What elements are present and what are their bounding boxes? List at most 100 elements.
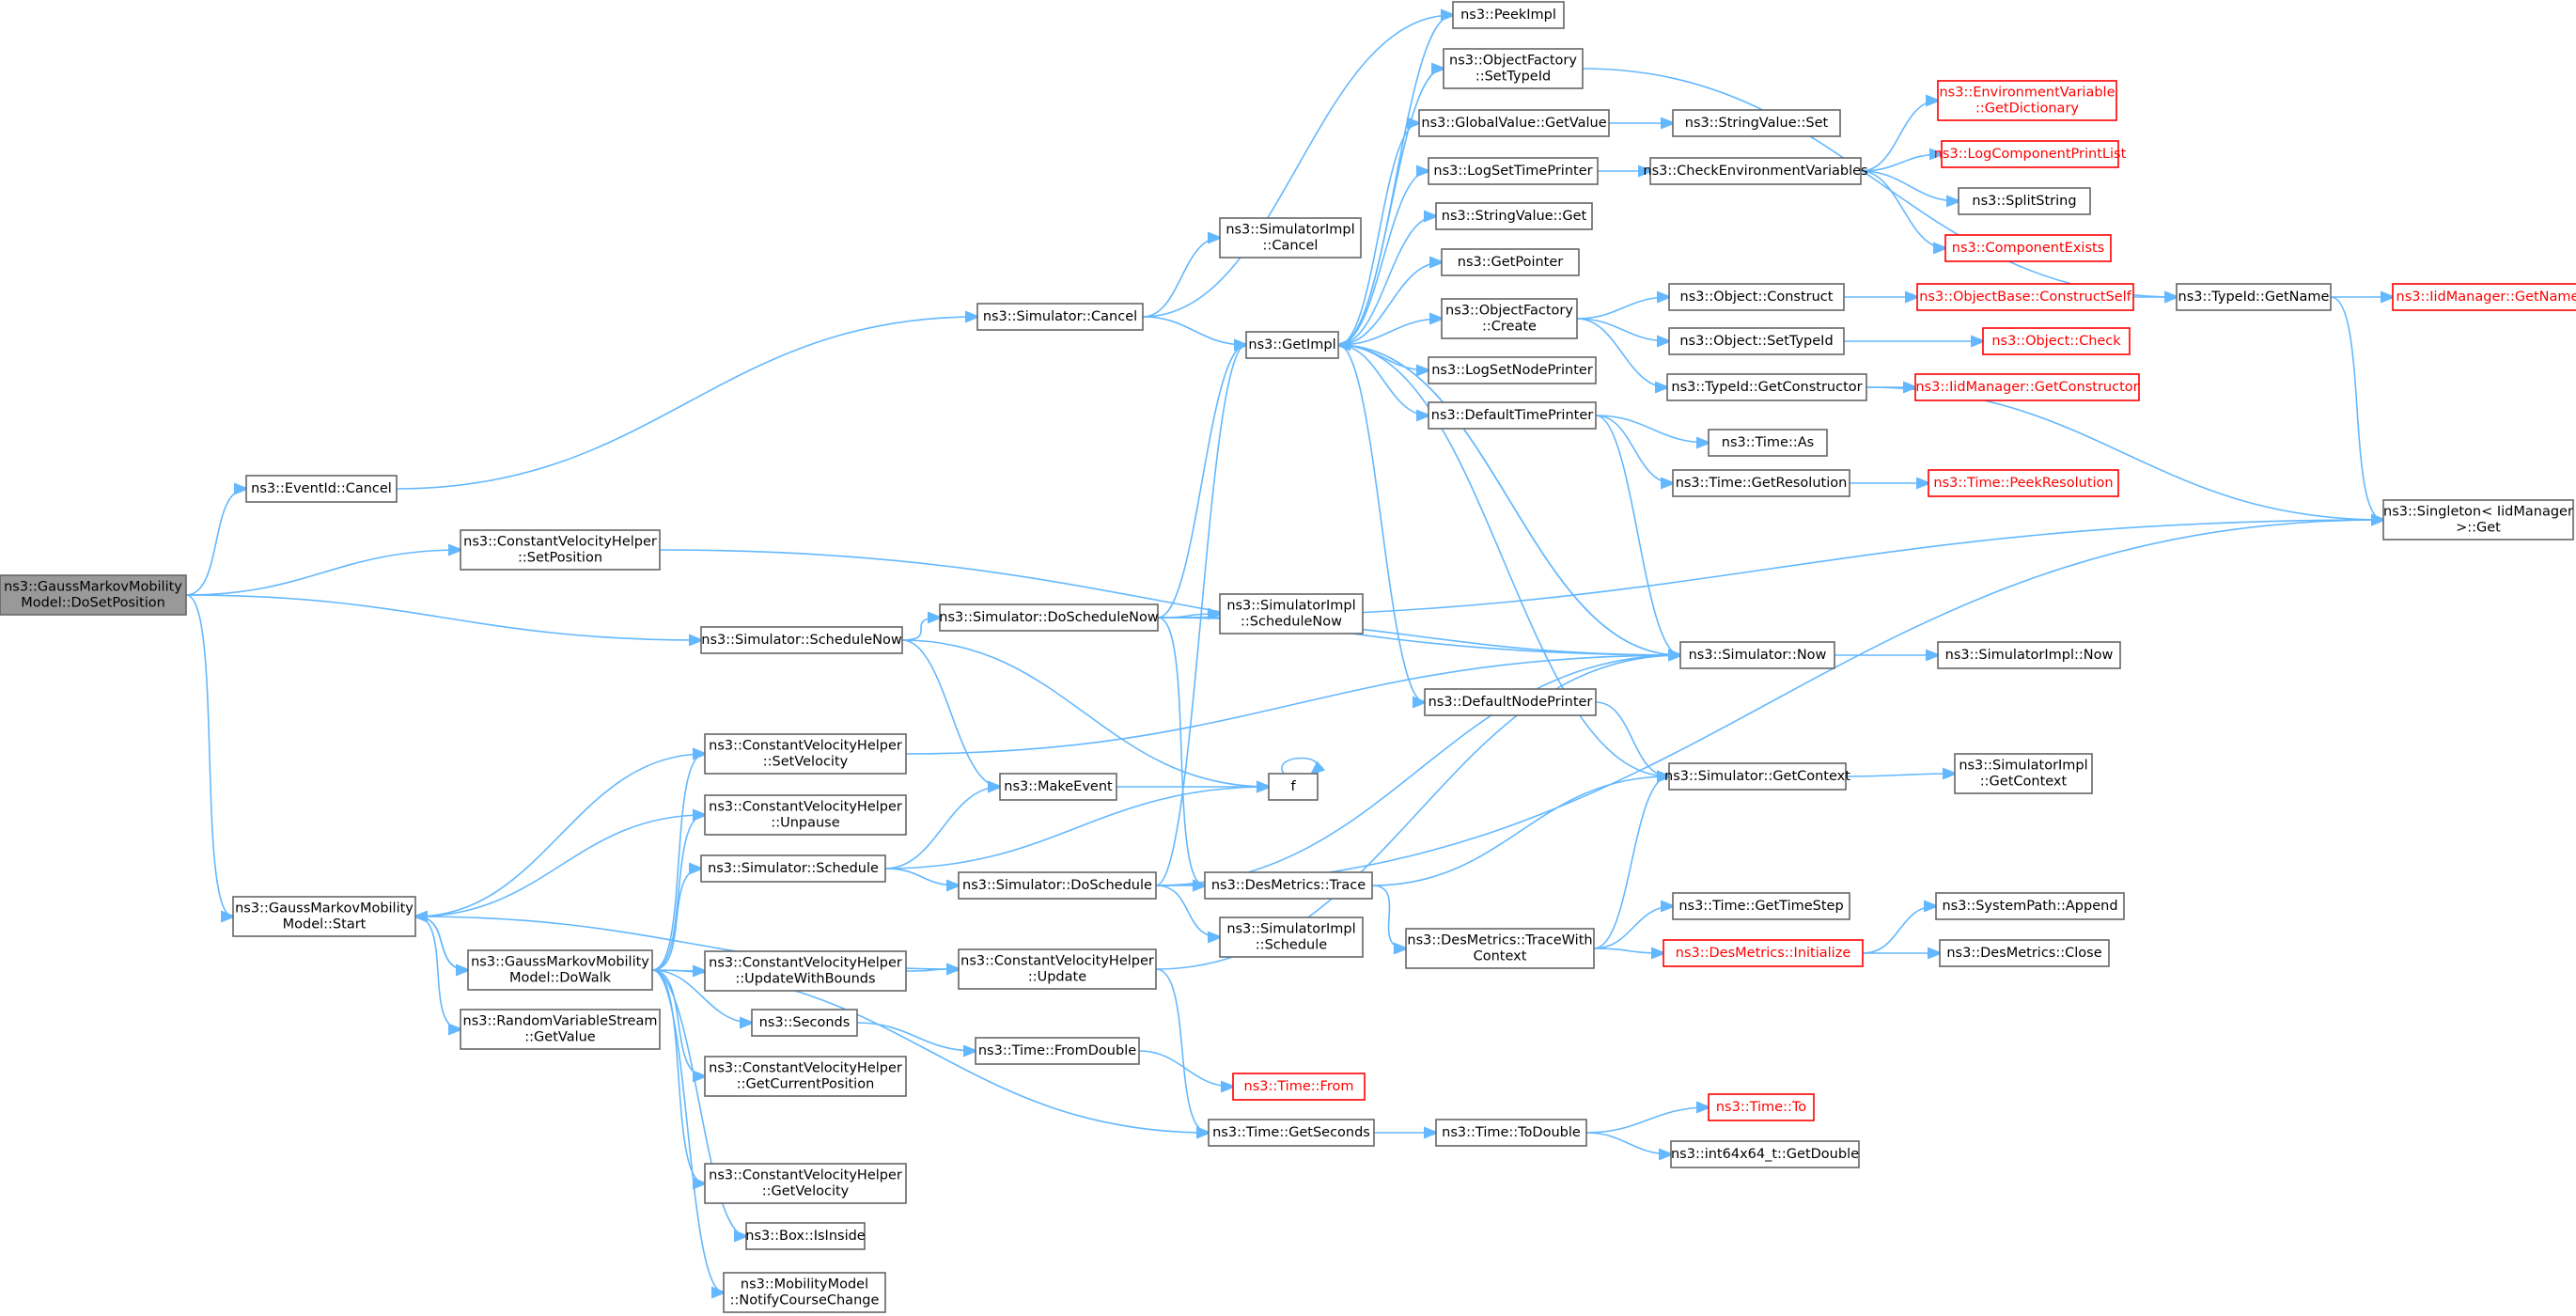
node-checkenv[interactable]: ns3::CheckEnvironmentVariables [1643,157,1868,185]
node-peekimpl[interactable]: ns3::PeekImpl [1452,1,1565,29]
call-edge [185,489,246,596]
node-cvh-getvelocity[interactable]: ns3::ConstantVelocityHelper::GetVelocity [704,1163,907,1204]
node-logsettimeprinter[interactable]: ns3::LogSetTimePrinter [1428,157,1599,185]
node-time-from[interactable]: ns3::Time::From [1232,1073,1366,1101]
call-edge [1337,262,1442,346]
node-sim-schedulenow[interactable]: ns3::Simulator::ScheduleNow [700,626,903,654]
node-box [245,475,398,503]
node-logsetnodeprinter[interactable]: ns3::LogSetNodePrinter [1428,356,1597,384]
call-edge [1155,520,2383,886]
node-ob-constructself[interactable]: ns3::ObjectBase::ConstructSelf [1916,283,2134,311]
node-mm-notifycoursechange[interactable]: ns3::MobilityModel::NotifyCourseChange [723,1272,886,1313]
node-label: Model::DoWalk [509,971,612,986]
call-edge [1157,520,2383,619]
node-sv-get[interactable]: ns3::StringValue::Get [1435,202,1593,230]
node-typeid-getname[interactable]: ns3::TypeId::GetName [2176,283,2332,311]
node-label: ns3::Singleton< IidManager [2383,505,2573,520]
node-box [1672,469,1850,497]
node-eventid-cancel[interactable]: ns3::EventId::Cancel [245,475,398,503]
node-sim-getcontext[interactable]: ns3::Simulator::GetContext [1664,762,1850,791]
call-edge [1281,757,1318,775]
node-sv-set[interactable]: ns3::StringValue::Set [1672,109,1841,137]
call-edge [884,787,1269,870]
node-sim-now[interactable]: ns3::Simulator::Now [1679,641,1835,669]
node-obj-construct[interactable]: ns3::Object::Construct [1668,283,1845,311]
node-obj-settypeid[interactable]: ns3::Object::SetTypeId [1668,327,1845,355]
node-componentexists[interactable]: ns3::ComponentExists [1944,234,2112,262]
node-time-getseconds[interactable]: ns3::Time::GetSeconds [1208,1119,1375,1147]
node-logcompprintlist[interactable]: ns3::LogComponentPrintList [1934,140,2127,168]
node-box [751,1009,858,1037]
node-desm-initialize[interactable]: ns3::DesMetrics::Initialize [1663,939,1864,967]
call-edge [1142,238,1220,318]
node-box [1204,871,1373,900]
node-time-to[interactable]: ns3::Time::To [1708,1093,1815,1121]
node-time-as[interactable]: ns3::Time::As [1708,429,1828,457]
call-edge [1338,345,1681,656]
node-box [704,950,907,992]
node-defaulttimeprinter[interactable]: ns3::DefaultTimePrinter [1428,401,1597,430]
node-makeevent[interactable]: ns3::MakeEvent [999,773,1117,801]
node-root[interactable]: ns3::GaussMarkovMobilityModel::DoSetPosi… [0,574,187,616]
call-edge [1862,906,1936,954]
node-label: ns3::EventId::Cancel [251,481,392,496]
node-box-isinside[interactable]: ns3::Box::IsInside [745,1222,866,1250]
node-time-gettimestep[interactable]: ns3::Time::GetTimeStep [1672,892,1850,920]
node-seconds[interactable]: ns3::Seconds [751,1009,858,1037]
node-rvs-getvalue[interactable]: ns3::RandomVariableStream::GetValue [460,1009,661,1050]
node-sim-doschedule[interactable]: ns3::Simulator::DoSchedule [958,871,1157,900]
node-cvh-update[interactable]: ns3::ConstantVelocityHelper::Update [958,948,1157,990]
node-time-todouble[interactable]: ns3::Time::ToDouble [1435,1119,1587,1147]
node-defaultnodeprinter[interactable]: ns3::DefaultNodePrinter [1424,688,1597,716]
node-gv-getvalue[interactable]: ns3::GlobalValue::GetValue [1418,109,1610,137]
node-envvar-getdict[interactable]: ns3::EnvironmentVariable::GetDictionary [1937,80,2117,121]
node-box [2382,499,2574,540]
node-time-getresolution[interactable]: ns3::Time::GetResolution [1672,469,1850,497]
call-edge [651,969,746,1236]
node-splitstring[interactable]: ns3::SplitString [1958,187,2091,215]
node-iidm-getname[interactable]: ns3::IidManager::GetName [2392,283,2576,311]
node-cvh-getcurrentposition[interactable]: ns3::ConstantVelocityHelper::GetCurrentP… [704,1056,907,1097]
node-simimpl-now[interactable]: ns3::SimulatorImpl::Now [1937,641,2121,669]
node-simimpl-cancel[interactable]: ns3::SimulatorImpl::Cancel [1219,217,1362,258]
node-box [1954,753,2093,794]
node-getpointer[interactable]: ns3::GetPointer [1441,248,1580,276]
node-cvh-setvelocity[interactable]: ns3::ConstantVelocityHelper::SetVelocity [704,733,907,775]
node-getimpl[interactable]: ns3::GetImpl [1245,331,1339,359]
node-desm-trace[interactable]: ns3::DesMetrics::Trace [1204,871,1373,900]
node-label: ns3::ObjectFactory [1445,304,1573,319]
node-f[interactable]: f [1268,773,1319,801]
node-label: ::Create [1482,320,1537,335]
node-int64-getdouble[interactable]: ns3::int64x64_t::GetDouble [1670,1140,1860,1168]
node-of-create[interactable]: ns3::ObjectFactory::Create [1441,298,1578,339]
node-label: ns3::ConstantVelocityHelper [463,535,657,550]
node-simimpl-getcontext[interactable]: ns3::SimulatorImpl::GetContext [1954,753,2093,794]
node-desm-close[interactable]: ns3::DesMetrics::Close [1939,939,2110,967]
node-label: ns3::SplitString [1972,194,2076,209]
node-time-fromdouble[interactable]: ns3::Time::FromDouble [975,1037,1140,1065]
node-box [1219,217,1362,258]
node-simimpl-schedulenow[interactable]: ns3::SimulatorImpl::ScheduleNow [1219,593,1364,634]
node-time-peekresolution[interactable]: ns3::Time::PeekResolution [1928,469,2119,497]
node-sim-cancel[interactable]: ns3::Simulator::Cancel [976,303,1144,331]
node-label: ns3::Time::From [1244,1079,1354,1094]
node-cvh-updatewithbounds[interactable]: ns3::ConstantVelocityHelper::UpdateWithB… [704,950,907,992]
node-typeid-getconstructor[interactable]: ns3::TypeId::GetConstructor [1666,373,1867,401]
node-obj-check[interactable]: ns3::Object::Check [1982,327,2131,355]
call-edge [651,969,724,1292]
node-box [958,871,1157,900]
node-singleton-get[interactable]: ns3::Singleton< IidManager>::Get [2382,499,2574,540]
node-cvh-setposition[interactable]: ns3::ConstantVelocityHelper::SetPosition [460,529,661,571]
node-simimpl-schedule[interactable]: ns3::SimulatorImpl::Schedule [1219,916,1364,958]
node-systempath-append[interactable]: ns3::SystemPath::Append [1935,892,2125,920]
call-edge [415,916,469,971]
node-iidm-getconstructor[interactable]: ns3::IidManager::GetConstructor [1914,373,2140,401]
node-sim-schedule[interactable]: ns3::Simulator::Schedule [700,854,886,883]
node-cvh-unpause[interactable]: ns3::ConstantVelocityHelper::Unpause [704,794,907,836]
node-sim-doschedulenow[interactable]: ns3::Simulator::DoScheduleNow [939,603,1159,632]
node-of-settypeid[interactable]: ns3::ObjectFactory::SetTypeId [1443,48,1584,89]
node-label: ns3::Time::GetResolution [1676,476,1848,491]
